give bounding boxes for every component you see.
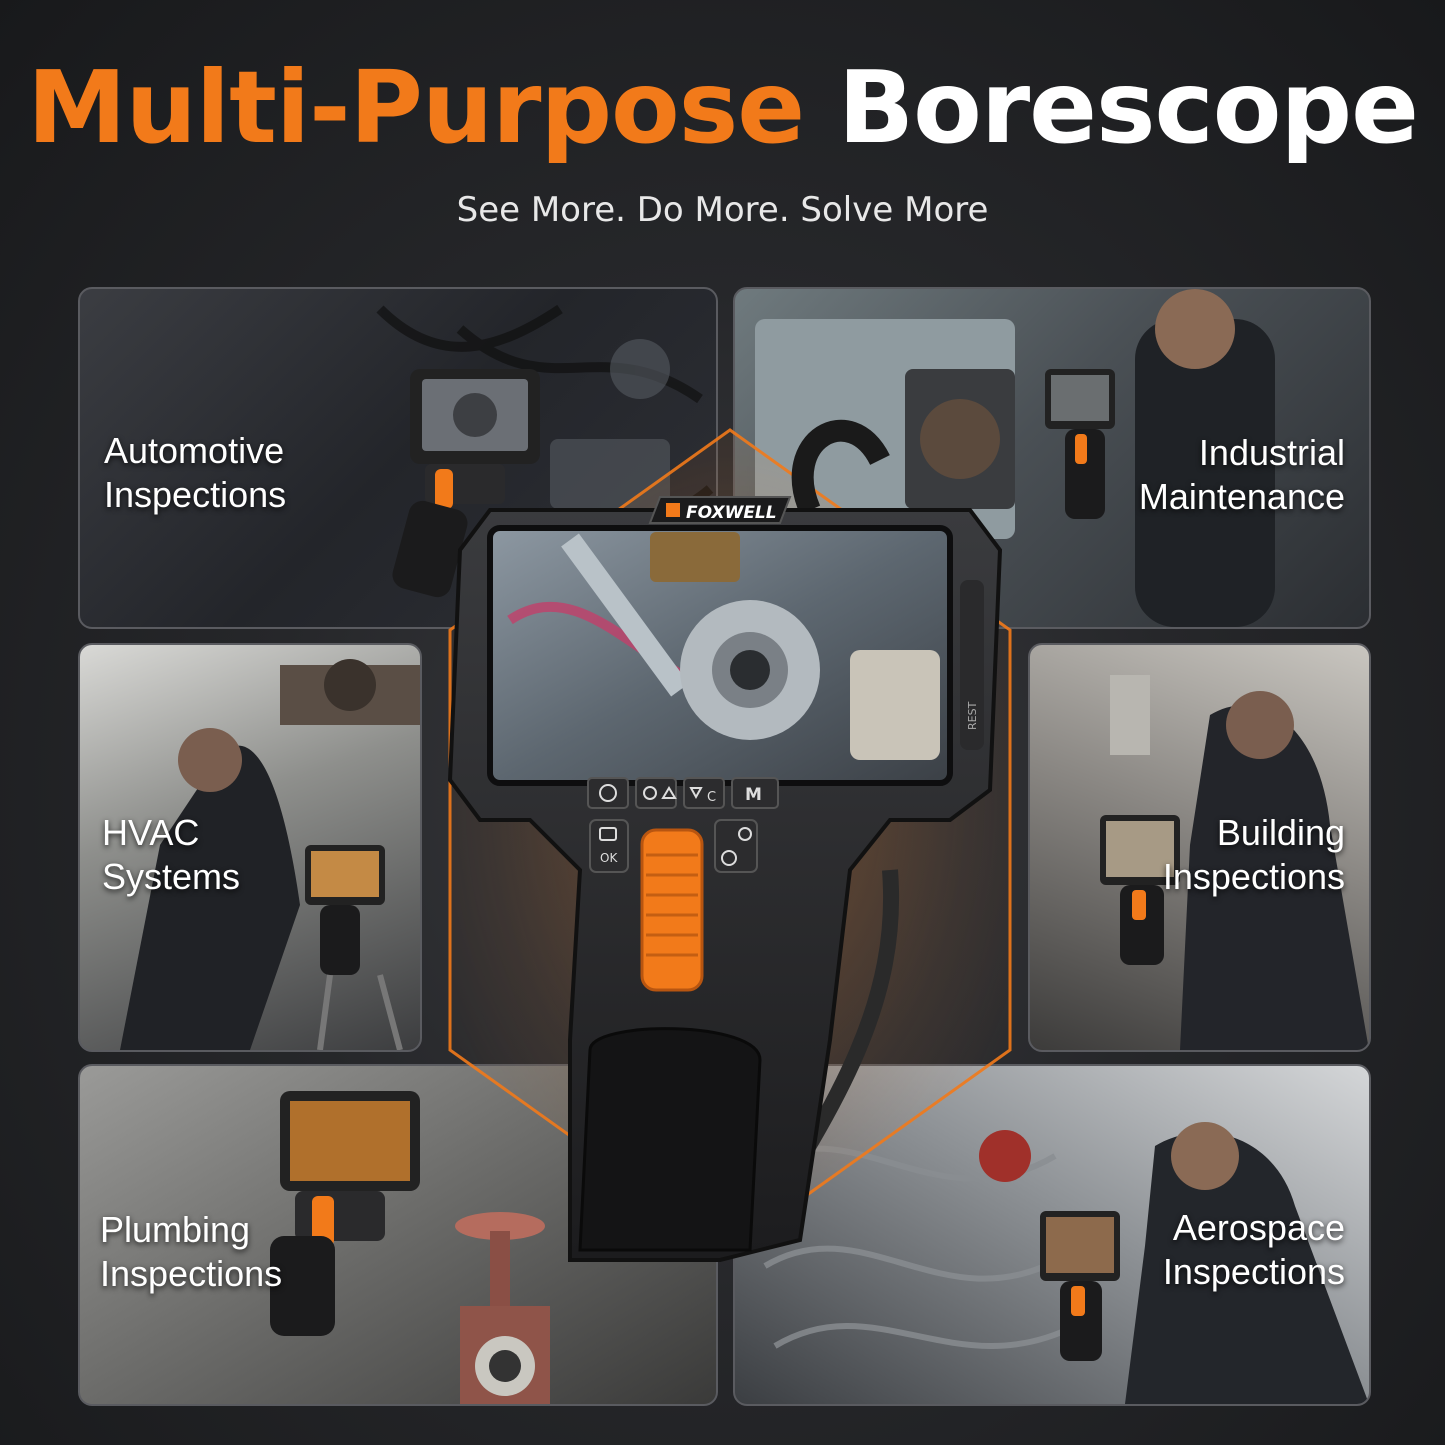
panel-label: Aerospace Inspections: [1162, 1207, 1345, 1292]
power-icon: [721, 850, 737, 866]
svg-text:FOXWELL: FOXWELL: [686, 503, 777, 523]
side-port-panel: [960, 580, 984, 750]
panel-label: Plumbing Inspections: [100, 1209, 283, 1294]
brand-logo: FOXWELL: [648, 496, 792, 524]
down-c-button[interactable]: C: [683, 777, 725, 809]
handheld-borescope-icon: [1100, 815, 1180, 965]
reset-label: REST: [966, 701, 979, 730]
panel-label: Automotive Inspections: [104, 430, 287, 515]
building-wall-image: [1100, 675, 1369, 1050]
m-button[interactable]: M: [731, 777, 779, 809]
handheld-borescope-icon: [1045, 369, 1115, 519]
headline: Multi-Purpose Borescope: [0, 58, 1445, 158]
light-bulb-icon: [738, 827, 752, 841]
handheld-borescope-icon: [270, 1091, 420, 1336]
panel-label: Industrial Maintenance: [1138, 432, 1345, 517]
handheld-borescope-icon: [1040, 1211, 1120, 1361]
borescope-device: FOXWELL REST C: [447, 419, 1012, 1262]
grip-handle: [578, 1027, 762, 1252]
zoom-button[interactable]: [635, 777, 677, 809]
industrial-machine-image: [755, 289, 1275, 627]
panel-hvac: HVAC Systems: [78, 643, 422, 1052]
triangle-up-icon: [661, 786, 677, 799]
gear-icon: [599, 784, 617, 802]
panel-automotive: Automotive Inspections: [78, 287, 718, 629]
svg-text:M: M: [745, 785, 762, 805]
probe-cable: [791, 419, 890, 515]
svg-text:C: C: [707, 790, 716, 805]
power-light-button[interactable]: [714, 819, 758, 873]
handheld-borescope-icon: [392, 369, 540, 598]
headline-main: Borescope: [837, 49, 1419, 166]
articulation-wheel[interactable]: [640, 828, 704, 992]
camera-ok-button[interactable]: OK: [589, 819, 629, 873]
magnifier-icon: [643, 786, 657, 800]
triangle-down-icon: [689, 787, 703, 800]
panel-label: Building Inspections: [1162, 812, 1345, 897]
camera-icon: [599, 827, 617, 841]
panel-label: HVAC Systems: [102, 812, 241, 897]
handheld-borescope-icon: [305, 845, 385, 975]
screen-inspection-image: [507, 532, 940, 760]
gear-button[interactable]: [587, 777, 629, 809]
subheadline: See More. Do More. Solve More: [456, 190, 989, 230]
hvac-ceiling-image: [120, 659, 420, 1050]
panel-building: Building Inspections: [1028, 643, 1371, 1052]
headline-highlight: Multi-Purpose: [27, 49, 805, 166]
svg-text:OK: OK: [600, 851, 618, 865]
jet-engine-image: [753, 1122, 1369, 1404]
plumbing-pipe-image: [270, 1091, 550, 1404]
